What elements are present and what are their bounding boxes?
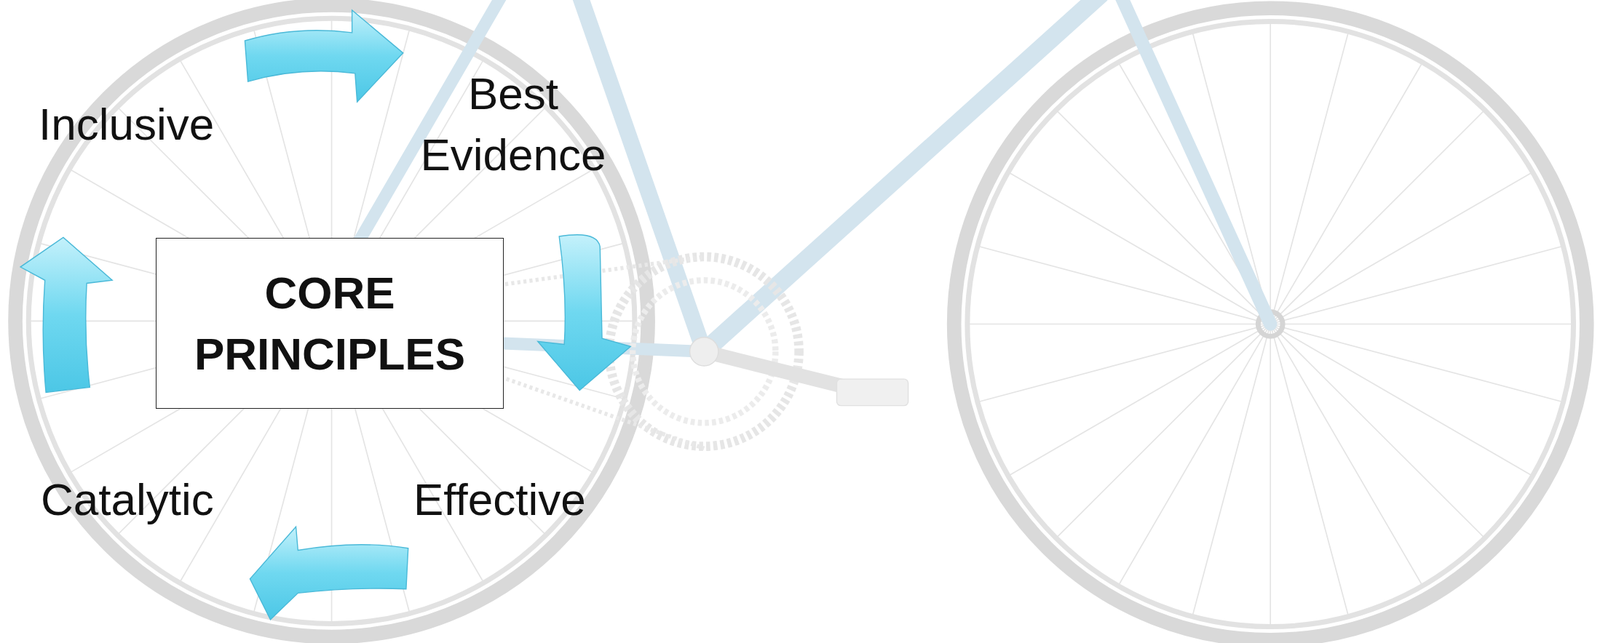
cycle-arrows — [20, 10, 631, 621]
principle-label: Best Evidence — [396, 63, 630, 186]
principle-box: CORE PRINCIPLES — [155, 238, 504, 410]
box-text-group: CORE PRINCIPLES — [156, 262, 504, 386]
wheels — [15, 5, 1587, 641]
box-title: CORE PRINCIPLES — [156, 262, 504, 386]
spokes — [30, 20, 1572, 626]
principle-label: Effective — [413, 469, 632, 531]
principle-label: Catalytic — [40, 469, 332, 531]
principle-label: Inclusive — [38, 93, 345, 156]
